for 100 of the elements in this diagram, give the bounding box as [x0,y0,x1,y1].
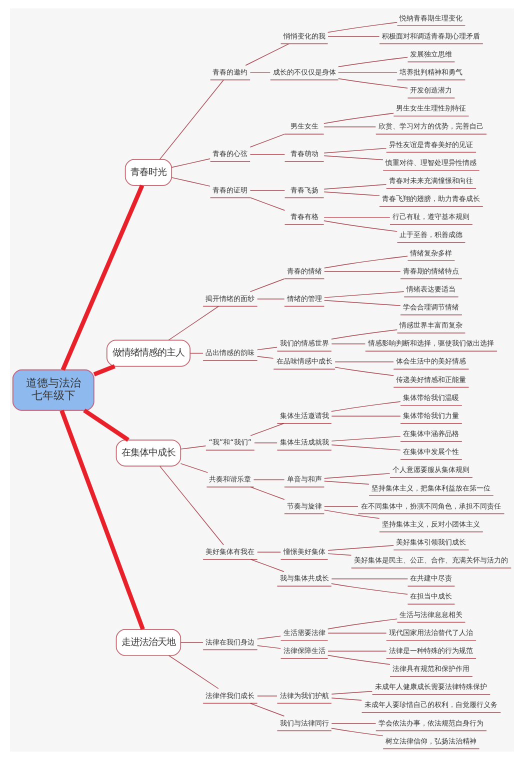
node-text: 学会合理调节情绪 [403,302,460,312]
node-text: “我”和“我们” [208,438,252,447]
node-text: 坚持集体主义，把集体利益放在第一位 [372,483,491,492]
connector [60,410,145,630]
node-text: 揭开情绪的面纱 [206,294,255,303]
connector [250,72,271,74]
connector [331,690,373,695]
node-text: 憧憬美好集体 [283,546,326,556]
node-text: 青春飞扬 [290,185,318,194]
node-text: 男生女生 [290,122,318,131]
connector [331,401,401,412]
connector [327,618,398,630]
node-text: 开发创造潜力 [410,86,452,95]
node-text: 情绪的管理 [286,294,322,303]
connector [328,553,352,556]
node-text: 情感世界丰富而复杂 [400,320,463,330]
connector [338,78,408,88]
connector [327,654,390,665]
connector [331,723,376,724]
node-text: 青春的邀约 [212,67,248,76]
connector [338,56,408,68]
connector [171,158,210,168]
connector [331,583,408,595]
node-text: 集体生活成就我 [280,438,329,447]
node-text: 青春萌动 [290,149,318,158]
node-text: 节奏与旋律 [286,501,322,510]
node-text: 法律伴我们成长 [206,690,255,700]
node-text: 美好集体是民主、公正、合作、充满关怀与活力的 [354,556,508,565]
connector [159,80,224,160]
node-text: 我们与法律同行 [280,718,329,728]
node-text: 发展独立思维 [410,49,452,58]
node-text: 在不同集体中，扮演不同角色，承担不同责任 [361,501,502,510]
connector [324,480,370,485]
connector [253,479,285,480]
connector [331,698,362,701]
connector [180,446,206,450]
node-text: 青春的心弦 [212,149,248,158]
node-text: 学会依法办事，依法规范自身行为 [378,718,484,728]
connector [250,190,286,191]
connector [168,306,219,340]
connector [256,346,278,350]
node-text: 青春的证明 [212,185,248,194]
node-text: 生活与法律息息相关 [400,610,463,619]
connector [327,22,398,33]
connector [331,329,398,340]
connector [324,506,358,507]
node-text: 美好集体有我在 [206,546,255,556]
connector [324,148,387,154]
connector [256,356,274,359]
node-text: 美好集体引领我们成长 [396,538,466,547]
connector [331,343,366,344]
connector [250,702,285,716]
connector [250,154,286,155]
node-text: 在品味情感中成长 [276,356,332,366]
connector [171,177,210,187]
connector [256,645,281,649]
connector [324,112,394,124]
connector [250,197,286,211]
connector [328,650,387,652]
connector [324,510,380,519]
node-text: 情绪表达要适当 [406,284,456,294]
node-text: 青春对未来充满憧憬和向往 [389,176,474,185]
connector [331,416,401,417]
connector [250,423,284,436]
node-text: 集体生活邀请我 [280,410,329,420]
node-text: 个人意愿要服从集体规则 [392,465,470,474]
node-text: 生活需要法律 [283,628,326,637]
node-text: 异性友谊是青春美好的见证 [389,140,474,149]
connector [93,364,116,376]
node-text: 行己有耻，遵守基本规则 [392,212,470,222]
connector [160,466,224,546]
node-text: 成长的不仅仅是身体 [272,67,336,76]
connector [331,728,384,736]
node-text: 集体带给我们力量 [403,410,460,420]
node-text: 传递美好情感和正能量 [396,374,466,384]
node-text: 品出情感的韵味 [206,348,255,358]
node-box: 做情绪情感的主人 [106,340,190,367]
node-text: 法律在我们身边 [206,637,255,646]
node-text: 培养批判精神和勇气 [400,67,463,76]
node-text: 未成年人健康成长需要法律特殊保护 [375,682,488,692]
node-text: 体会生活中的美好情感 [396,356,466,366]
connector [324,291,404,298]
node-text: 青春飞翔的翅膀，助力青春成长 [382,194,480,204]
connector [328,632,387,634]
connector [331,436,401,442]
connector [324,126,376,128]
connector [180,463,208,473]
connector [324,300,401,306]
node-text: 悄悄变化的我 [283,31,326,40]
connector [250,134,286,148]
connector [331,444,401,450]
node-text: 青春期的情绪特点 [403,266,460,276]
connector [245,43,290,66]
connector [324,192,380,196]
node-text: 青春的情绪 [286,266,322,276]
connector [250,558,284,572]
node-box: 道德与法治 七年级下 [12,369,94,411]
node-text: 情绪复杂多样 [410,248,452,258]
node-text: 男生女生生理性别特征 [396,104,466,113]
node-box: 在集体中成长 [116,440,182,466]
